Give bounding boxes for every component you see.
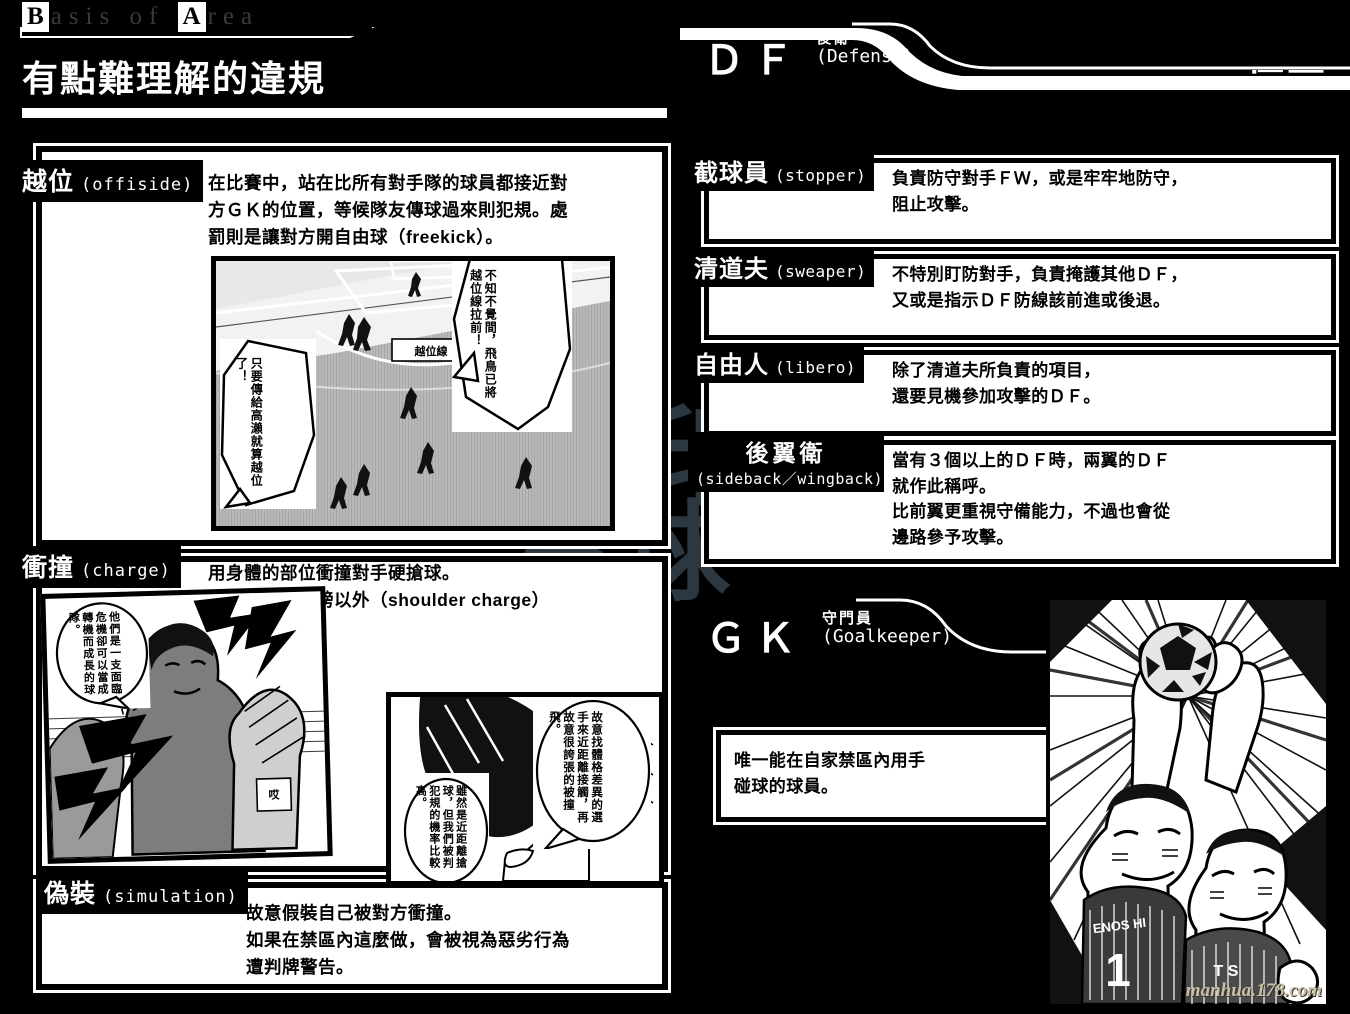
speech-bubble-charge-b-left: 雖然是近距離搶球，但我們被判犯規的機率比較高。 [403,773,489,881]
term-label-offside: 越位 (offiside) [14,160,204,202]
term-label-en: (charge) [81,561,171,581]
speech-bubble-charge-b-right: 故意找體格差異的選手來近距離接觸，再故意很誇張的被撞飛。 [533,699,651,849]
speech-bubble-charge-a: 他們是一支面臨危機卻可以當成轉機而成長的球隊。 [53,600,151,711]
jersey-number: 1 [1105,944,1131,996]
term-label-cn: 越位 [22,168,75,196]
speech-text-charge-a: 他們是一支面臨危機卻可以當成轉機而成長的球隊。 [67,610,122,696]
role-label-sweaper: 清道夫 (sweaper) [688,248,875,287]
page-title-right: 位置 [1245,37,1328,79]
basis-word-rea: rea [207,3,260,30]
role-body-libero: 除了清道夫所負責的項目， 還要見機參加攻擊的ＤＦ。 [892,361,1101,406]
manga-panel-offside: 越位線 不知不覺間，飛 [211,256,615,531]
role-label-sideback: 後翼衛 (sideback／wingback) [688,432,884,492]
role-label-cn: 後翼衛 [745,440,827,466]
role-body-stopper: 負責防守對手ＦＷ，或是牢牢地防守， 阻止攻擊。 [892,169,1188,214]
jersey-team-text-2: T S [1214,963,1239,980]
role-body-sweaper: 不特別盯防對手，負責掩護其他ＤＦ， 又或是指示ＤＦ防線該前進或後退。 [892,265,1188,310]
title-rule [22,108,667,118]
term-body-simulation: 故意假裝自己被對方衝撞。 如果在禁區內這麼做，會被視為惡劣行為 遭判牌警告。 [246,903,570,978]
role-label-stopper: 截球員 (stopper) [688,152,875,191]
role-body-sideback: 當有３個以上的ＤＦ時，兩翼的ＤＦ 就作此稱呼。 比前翼更重視守備能力，不過也會從… [892,451,1171,547]
gk-subtitle: 守門員 (Goalkeeper) [822,610,952,648]
page-title-left: 有點難理解的違規 [22,58,327,99]
manga-panel-charge-b: 故意找體格差異的選手來近距離接觸，再故意很誇張的被撞飛。 雖然是近距離搶球，但我… [386,692,664,886]
role-body-gk: 唯一能在自家禁區內用手 碰球的球員。 [734,751,926,796]
goalkeeper-art: ENOS HI 1 T S [1050,600,1326,1004]
term-label-en: (offiside) [81,175,194,195]
speech-text-offside-topright: 不知不覺間，飛鳥已將越位線拉前！ [468,269,498,399]
speech-text-charge-b-left: 雖然是近距離搶球，但我們被判犯規的機率比較高。 [414,785,467,869]
gk-lead: 站在最後方保護球門。 [710,689,990,719]
gk-subtitle-cn: 守門員 [822,610,874,627]
role-label-cn: 自由人 [694,352,769,379]
df-lead: 位於後方，主要負責防守。 [714,111,1050,141]
manga-panel-goalkeeper: ENOS HI 1 T S manhua.178.com [1046,596,1330,1008]
role-label-en: (libero) [775,358,857,377]
df-subtitle: 後衛 (Defense) [816,30,914,68]
speech-text-offside-left: 只要傳給高瀨就算越位了！ [234,357,264,487]
df-abbr: ＤＦ [704,39,802,83]
df-subtitle-en: (Defense) [816,46,914,68]
gk-subtitle-en: (Goalkeeper) [822,626,953,648]
term-label-cn: 衝撞 [22,554,75,582]
source-watermark: manhua.178.com [1185,980,1322,1001]
term-label-simulation: 偽裝 (simulation) [36,872,248,914]
sfx-text-a3: 哎 [268,787,280,801]
role-label-libero: 自由人 (libero) [688,344,865,383]
speech-text-charge-b-right: 故意找體格差異的選手來近距離接觸，再故意很誇張的被撞飛。 [548,711,603,824]
jersey-team-text: ENOS HI [1092,915,1147,936]
term-label-en: (simulation) [103,887,238,907]
role-label-cn: 截球員 [694,160,769,187]
df-subtitle-cn: 後衛 [816,30,851,47]
term-label-cn: 偽裝 [44,880,97,908]
charge-art-a: ドン 哎 [45,591,328,860]
role-label-en: (stopper) [775,166,867,185]
term-label-charge: 衝撞 (charge) [14,546,181,588]
speech-bubble-offside-left: 只要傳給高瀨就算越位了！ [220,339,316,509]
term-body-offside: 在比賽中，站在比所有對手隊的球員都接近對 方ＧＫ的位置，等候隊友傳球過來則犯規。… [208,173,568,248]
basis-word-of: of [129,3,165,30]
role-label-en: (sweaper) [775,262,867,281]
manga-panel-charge-a: ドン 哎 他們是一支面臨危機卻可以當成轉機而成長的球隊。 [40,586,333,864]
basis-a-letter: A [177,2,206,32]
df-header-top-filler [676,0,1350,26]
basis-b-letter: B [22,2,49,32]
basis-word-asis: asis [50,3,117,30]
gk-abbr: ＧＫ [706,617,804,661]
role-label-cn: 清道夫 [694,256,769,283]
speech-bubble-offside-topright: 不知不覺間，飛鳥已將越位線拉前！ [452,261,572,432]
offside-line-label: 越位線 [414,344,448,358]
role-label-en: (sideback／wingback) [696,470,884,488]
